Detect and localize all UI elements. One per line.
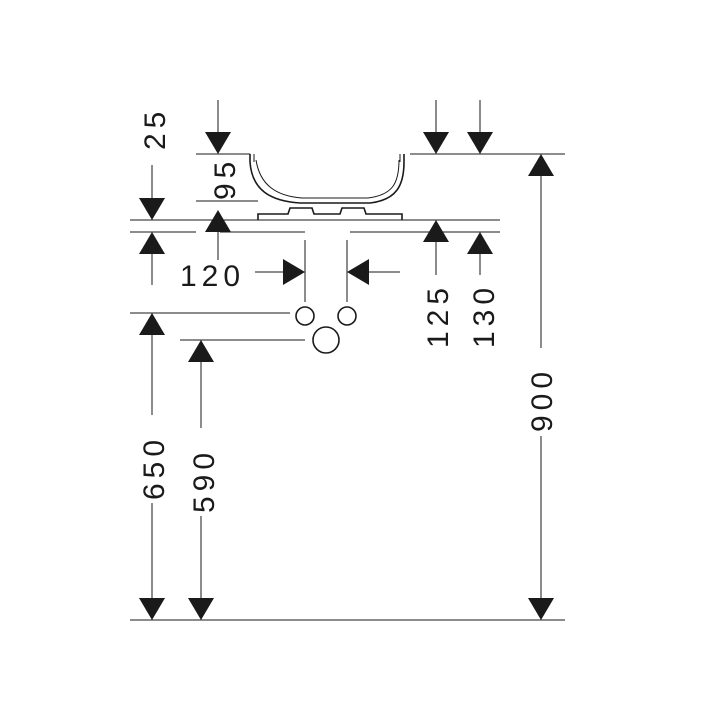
drain-connection (312, 326, 340, 354)
dim-900-label: 900 (526, 367, 559, 432)
dim-900-arrow-bottom (528, 598, 554, 620)
dim-95-label: 95 (209, 157, 242, 200)
dim-95-arrow-bottom (139, 232, 165, 254)
dim-590-label: 590 (188, 448, 221, 513)
dim-650-arrow-top (139, 313, 165, 335)
dim-125-arrow-bottom (423, 220, 449, 242)
sink-base (257, 207, 403, 220)
dim-125-arrow-top (423, 132, 449, 154)
dim-900: 900 (526, 154, 559, 620)
dim-25-label: 25 (139, 107, 172, 150)
dim-650: 650 (138, 313, 171, 620)
dim-120-arrow-left (283, 259, 305, 285)
dim-120-label: 120 (180, 260, 245, 293)
pipe-connections (295, 306, 357, 354)
dim-650-label: 650 (138, 435, 171, 500)
dim-650-arrow-bottom (139, 598, 165, 620)
dim-120: 120 (180, 259, 400, 293)
dim-130-arrow-top (467, 132, 493, 154)
dim-590-arrow-bottom (188, 598, 214, 620)
dim-120-arrow-right (347, 259, 369, 285)
bowl-outline (249, 154, 405, 204)
dim-130: 130 (467, 100, 501, 348)
dim-25-arrow-top (205, 132, 231, 154)
dim-130-arrow-bottom (467, 232, 493, 254)
extension-lines (130, 153, 565, 621)
dim-900-arrow-top (528, 154, 554, 176)
bowl-inner-curve (255, 159, 400, 199)
dim-130-label: 130 (468, 283, 501, 348)
dim-590-arrow-top (188, 340, 214, 362)
cold-water-connection (337, 306, 357, 326)
sink-bowl (249, 154, 405, 220)
dim-95: 95 (139, 157, 242, 285)
dim-125: 125 (422, 100, 455, 348)
dim-125-label: 125 (422, 283, 455, 348)
dim-590: 590 (188, 340, 221, 620)
dim-25-arrow-bottom (205, 210, 231, 232)
dim-25: 25 (139, 100, 231, 260)
hot-water-connection (295, 306, 315, 326)
dim-95-arrow-top (139, 198, 165, 220)
